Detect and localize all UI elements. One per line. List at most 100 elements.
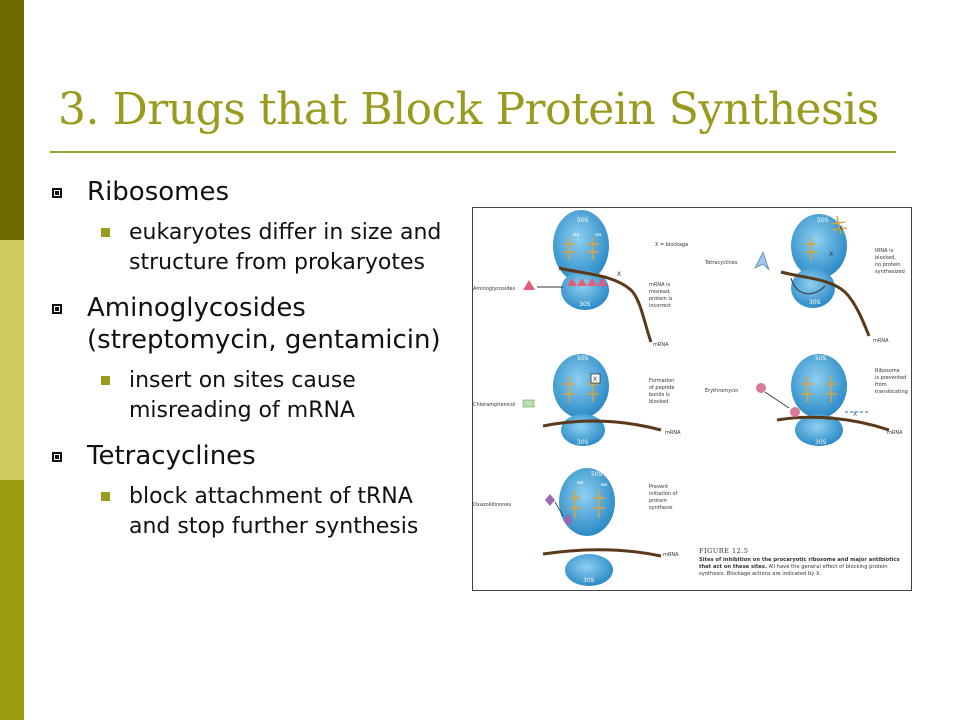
sub-bullet-ribosomes: eukaryotes differ in size and structure … [50,218,450,278]
small-subunit [791,268,835,308]
subunit-small-label: 30S [579,301,591,308]
trna-shapes [805,215,848,260]
mrna-strand [558,266,653,343]
mrna-strand [542,548,662,558]
note-line: protein [649,498,667,504]
slide-title: 3. Drugs that Block Protein Synthesis [58,84,879,135]
note-line: protein is [649,296,673,302]
note-line: tRNA is [875,248,894,254]
subunit-large-label: 50S [591,471,603,478]
note-line: incorrect [649,303,671,309]
note-line: of peptide [649,385,674,391]
subunit-large-label: 50S [577,217,589,224]
small-subunit [565,554,613,586]
trna-shapes [801,376,837,402]
note-line: bonds is [649,392,670,398]
caption-rest: All have the general effect of blocking … [699,564,888,577]
subunit-small-label: 30S [809,299,821,306]
drug-triangle-icon [597,278,607,286]
blockage-mark: X [829,251,833,258]
bullet-label: Aminoglycosides (streptomycin, gentamici… [87,293,441,355]
large-subunit [559,468,615,536]
accent-bar-top [0,0,24,240]
ribosome-inhibition-figure: 50S 30S aa aa Aminoglycosides X = blocka… [472,207,912,591]
blockage-mark: X [853,411,857,418]
note-line: blocked [649,399,668,405]
arrow-line [764,391,790,409]
large-subunit [553,354,609,418]
arrow-line [554,501,564,517]
square-bullet-icon [52,304,62,314]
drug-label-oxazolidinones: Oxazolidinones [473,502,511,508]
note-line: initiation of [649,491,678,497]
blockage-mark: X [593,376,597,383]
sub-bullet-text: eukaryotes differ in size and structure … [129,220,442,275]
panel-oxazolidinones: Oxazolidinones 50S aa aa Prevent initiat… [473,468,679,586]
mrna-strand [776,415,890,432]
drug-label-tetracyclines: Tetracyclines [704,260,738,266]
blockage-mark: X [617,271,621,278]
accent-bar-middle [0,240,24,480]
note-line: Prevent [649,484,668,490]
drug-circle-icon [790,407,800,417]
drug-diamond-icon [545,494,555,506]
subunit-large-label: 50S [815,355,827,362]
panel-aminoglycosides: 50S 30S aa aa Aminoglycosides X = blocka… [473,210,688,348]
curved-arrow [790,277,826,295]
small-subunit [795,414,843,446]
panel-tetracyclines: Tetracyclines 50S 30S X X tRNA is blocke… [704,214,905,344]
drug-label-aminoglycosides: Aminoglycosides [473,286,515,292]
sub-bullet-text: block attachment of tRNA and stop furthe… [129,484,419,539]
drug-triangle-icon [523,280,535,290]
small-square-bullet-icon [101,492,110,501]
panel-erythromycin: X Erythromycin 50S 30S Ribosome is preve… [705,354,908,446]
accent-bar-bottom [0,480,24,720]
site-label: aa [595,232,601,238]
subunit-small-label: 30S [583,577,595,584]
subunit-small-label: 30S [577,439,589,446]
sub-bullet-tetracyclines: block attachment of tRNA and stop furthe… [50,482,450,542]
large-subunit [553,210,609,282]
subunit-large-label: 50S [817,217,829,224]
bullet-ribosomes: Ribosomes [50,176,450,208]
note-line: is prevented [875,375,906,381]
trna-shapes [569,490,605,518]
drug-triangle-icon [587,278,597,286]
blockage-mark: X [839,225,843,232]
figure-caption: FIGURE 12.5 Sites of inhibition on the p… [699,548,907,578]
note-line: mRNA is [649,282,670,288]
mrna-label: mRNA [887,430,903,436]
note-line: Ribosome [875,368,900,374]
caption-bold: Sites of inhibition on the procaryotic r… [699,557,900,570]
small-square-bullet-icon [101,228,110,237]
mrna-label: mRNA [663,552,679,558]
note-line: from [875,382,887,388]
blockage-key: X = blockage [655,242,688,248]
mrna-label: mRNA [653,342,669,348]
note-line: Formation [649,378,674,384]
trna-shapes [563,238,599,260]
site-label: aa [601,482,607,488]
square-bullet-icon [52,452,62,462]
drug-label-chloramphenicol: Chloramphenicol [473,402,515,408]
bullet-tetracyclines: Tetracyclines [50,440,450,472]
mrna-label: mRNA [665,430,681,436]
mrna-label: mRNA [873,338,889,344]
note-line: no protein [875,262,901,268]
large-subunit [791,354,847,418]
sub-bullet-text: insert on sites cause misreading of mRNA [129,368,356,423]
blockage-box [590,373,601,384]
small-square-bullet-icon [101,376,110,385]
subunit-small-label: 30S [815,439,827,446]
note-line: synthesized [875,269,905,275]
site-label: aa [573,232,579,238]
drug-diamond-icon [563,514,573,526]
title-underline [50,151,896,153]
drug-triangle-icon [567,278,577,286]
sub-bullet-aminoglycosides: insert on sites cause misreading of mRNA [50,366,450,426]
drug-wedge-icon [754,250,770,271]
drug-triangle-icon [577,278,587,286]
figure-number: FIGURE 12.5 [699,547,749,555]
note-line: translocating [875,389,908,395]
bullet-aminoglycosides: Aminoglycosides (streptomycin, gentamici… [50,292,450,356]
